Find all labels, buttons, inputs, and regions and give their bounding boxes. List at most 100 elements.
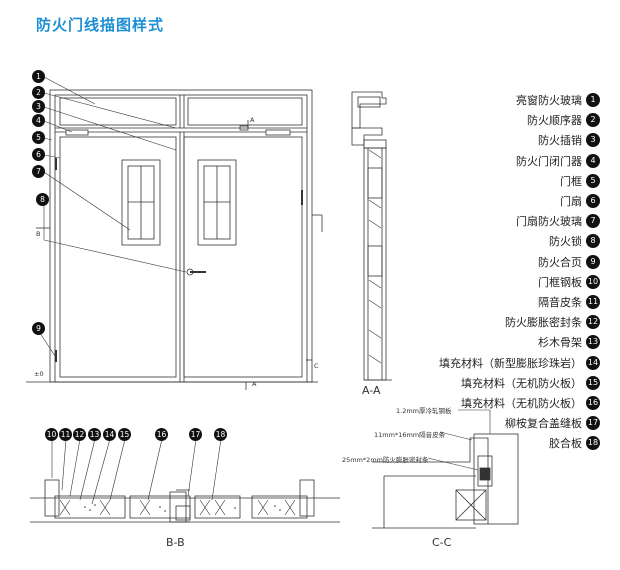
cc-note-steel: 1.2mm厚冷轧钢板 [396,407,452,415]
section-bb [30,479,340,523]
legend-label: 杉木骨架 [538,336,582,350]
callout-7: 7 [32,165,45,178]
legend-number: 11 [586,294,600,309]
callout-14: 14 [103,428,116,441]
legend-label: 填充材料（无机防火板） [461,396,582,410]
callout-2: 2 [32,86,45,99]
bb-leaders [51,438,222,505]
mark-c: C [314,362,319,370]
legend-number: 12 [586,315,600,330]
legend-label: 填充材料（无机防火板） [461,376,582,390]
bb-crosses [59,499,296,516]
section-aa [351,91,392,381]
legend-number: 2 [586,113,600,128]
vision-panel-left [121,159,161,246]
legend-number: 5 [586,173,600,188]
legend-number: 8 [586,234,600,249]
legend-item: 柳桉复合盖缝板 17 [385,413,600,433]
legend-label: 胶合板 [549,437,582,451]
section-cc-label: C-C [432,536,452,549]
legend-item: 门框 5 [385,171,600,191]
cc-note-strip: 11mm*16mm隔音皮条 [374,431,446,439]
callout-17: 17 [189,428,202,441]
cc-leaders [427,409,491,471]
callout-3: 3 [32,100,45,113]
legend-number: 6 [586,194,600,209]
legend-label: 柳桉复合盖缝板 [505,417,582,431]
legend-label: 防火顺序器 [527,114,582,128]
legend-label: 防火插销 [538,134,582,148]
section-cc [372,433,519,529]
legend-label: 填充材料（新型膨胀珍珠岩） [439,356,582,370]
page-title: 防火门线描图样式 [36,16,165,34]
callout-5: 5 [32,131,45,144]
legend-item: 防火锁 8 [385,231,600,251]
legend-item: 填充材料（无机防火板） 16 [385,393,600,413]
door-leaf-left [59,136,177,378]
callout-11: 11 [59,428,72,441]
callout-1: 1 [32,70,45,83]
cc-note-seal: 25mm*2mm防火膨胀密封条 [342,456,429,464]
mark-b: B [36,230,41,238]
legend-label: 防火门闭门器 [516,154,582,168]
legend-label: 门扇 [560,195,582,209]
callout-10: 10 [45,428,58,441]
callout-18: 18 [214,428,227,441]
legend-item: 防火插销 3 [385,130,600,150]
legend-number: 15 [586,375,600,390]
legend-item: 填充材料（新型膨胀珍珠岩） 14 [385,352,600,372]
legend-number: 9 [586,254,600,269]
legend-label: 防火合页 [538,255,582,269]
legend-item: 填充材料（无机防火板） 15 [385,373,600,393]
transom-glass-left [59,97,177,126]
legend-item: 防火合页 9 [385,252,600,272]
legend-number: 3 [586,133,600,148]
section-bb-label: B-B [166,536,185,549]
legend-item: 亮窗防火玻璃 1 [385,90,600,110]
callout-4: 4 [32,114,45,127]
door-elevation [26,89,323,390]
legend-label: 防火锁 [549,235,582,249]
legend-item: 门扇防火玻璃 7 [385,211,600,231]
legend-number: 10 [586,274,600,289]
legend-number: 14 [586,355,600,370]
floor-level: ±0 [34,370,44,378]
legend-number: 13 [586,335,600,350]
legend-number: 17 [586,416,600,431]
legend-label: 隔音皮条 [538,295,582,309]
legend-label: 门框钢板 [538,275,582,289]
legend-item: 隔音皮条 11 [385,292,600,312]
aa-hatch [368,149,382,364]
legend-label: 亮窗防火玻璃 [516,94,582,108]
door-leaf-right [183,136,303,378]
legend-label: 门扇防火玻璃 [516,215,582,229]
section-aa-label: A-A [362,384,381,397]
vision-panel-right [197,159,237,246]
callout-15: 15 [118,428,131,441]
callout-9: 9 [32,322,45,335]
legend-number: 18 [586,436,600,451]
legend-item: 杉木骨架 13 [385,332,600,352]
legend-item: 防火顺序器 2 [385,110,600,130]
legend-number: 7 [586,214,600,229]
callout-8: 8 [36,193,49,206]
mark-a-bottom: A [252,380,257,388]
transom-glass-right [187,97,303,126]
legend-number: 16 [586,395,600,410]
callout-13: 13 [88,428,101,441]
legend-item: 门框钢板 10 [385,272,600,292]
legend-number: 1 [586,93,600,108]
legend-label: 防火膨胀密封条 [505,316,582,330]
callout-12: 12 [73,428,86,441]
callout-16: 16 [155,428,168,441]
bb-dots [84,504,281,512]
legend-number: 4 [586,153,600,168]
legend-item: 门扇 6 [385,191,600,211]
legend: 亮窗防火玻璃 1 防火顺序器 2 防火插销 3 防火门闭门器 4 门框 5 门扇 6 门扇防火玻璃 7 防火… [385,90,600,453]
legend-item: 防火门闭门器 4 [385,151,600,171]
legend-label: 门框 [560,174,582,188]
mark-a-top: A [250,116,255,124]
legend-item: 胶合板 18 [385,433,600,453]
callout-6: 6 [32,148,45,161]
